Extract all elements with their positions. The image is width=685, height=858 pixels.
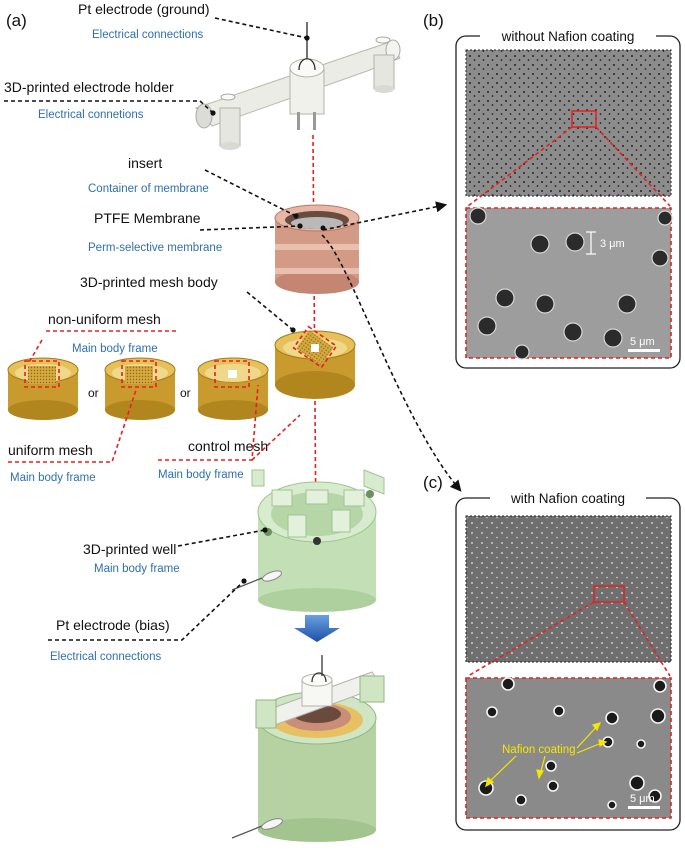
- label-or-2: or: [180, 386, 191, 400]
- arrow-to-panel-c: [321, 234, 462, 492]
- scale-bar-b: 5 μm: [630, 336, 655, 348]
- panel-b-title: without Nafion coating: [501, 29, 635, 44]
- well-illustration: [231, 469, 385, 612]
- label-pt-bias: Pt electrode (bias): [56, 617, 170, 633]
- panel-a-label: (a): [6, 11, 27, 30]
- label-nonuniform: non-uniform mesh: [48, 311, 161, 327]
- label-pt-ground-sub: Electrical connections: [92, 29, 203, 41]
- uniform-mesh-illustration: [104, 357, 176, 420]
- nonuniform-mesh-illustration: [7, 357, 79, 420]
- electrode-holder-illustration: [195, 22, 401, 150]
- assembled-device-illustration: [231, 655, 385, 842]
- scale-bar-c: 5 μm: [630, 793, 655, 805]
- sem-image-b-zoom: 3 μm 5 μm: [465, 207, 673, 360]
- label-nonuniform-sub: Main body frame: [72, 343, 158, 355]
- uniform-highlight: [121, 360, 157, 388]
- label-control-sub: Main body frame: [158, 469, 244, 481]
- label-or-1: or: [88, 386, 99, 400]
- panel-c-title: with Nafion coating: [510, 491, 625, 506]
- label-well: 3D-printed well: [83, 541, 176, 557]
- label-insert-sub: Container of membrane: [88, 183, 209, 195]
- dimension-label: 3 μm: [600, 238, 625, 250]
- sem-image-b-overview: [465, 49, 672, 197]
- control-mesh-illustration: [197, 357, 269, 420]
- insert-illustration: [274, 204, 360, 294]
- label-pt-ground: Pt electrode (ground): [78, 1, 210, 17]
- label-mesh-body: 3D-printed mesh body: [80, 274, 218, 290]
- label-holder: 3D-printed electrode holder: [4, 79, 174, 95]
- label-ptfe: PTFE Membrane: [94, 210, 201, 226]
- assembly-arrow-icon: [294, 615, 340, 642]
- panel-c-label: (c): [423, 473, 443, 492]
- label-ptfe-sub: Perm-selective membrane: [88, 242, 222, 254]
- sem-image-c-overview: [465, 515, 672, 663]
- mesh-body-illustration: [274, 330, 356, 399]
- label-holder-sub: Electrical connetions: [38, 109, 144, 121]
- label-control: control mesh: [188, 438, 268, 454]
- label-well-sub: Main body frame: [94, 563, 180, 575]
- control-highlight: [214, 360, 250, 388]
- panel-b-label: (b): [423, 11, 444, 30]
- sem-image-c-zoom: Nafion coating 5 μm: [465, 677, 672, 819]
- label-pt-bias-sub: Electrical connections: [50, 651, 161, 663]
- nonuniform-highlight: [24, 360, 60, 388]
- label-uniform: uniform mesh: [8, 442, 93, 458]
- assembly-axis: [312, 134, 317, 541]
- nafion-coating-label: Nafion coating: [502, 744, 576, 756]
- label-insert: insert: [128, 155, 162, 171]
- label-uniform-sub: Main body frame: [10, 472, 96, 484]
